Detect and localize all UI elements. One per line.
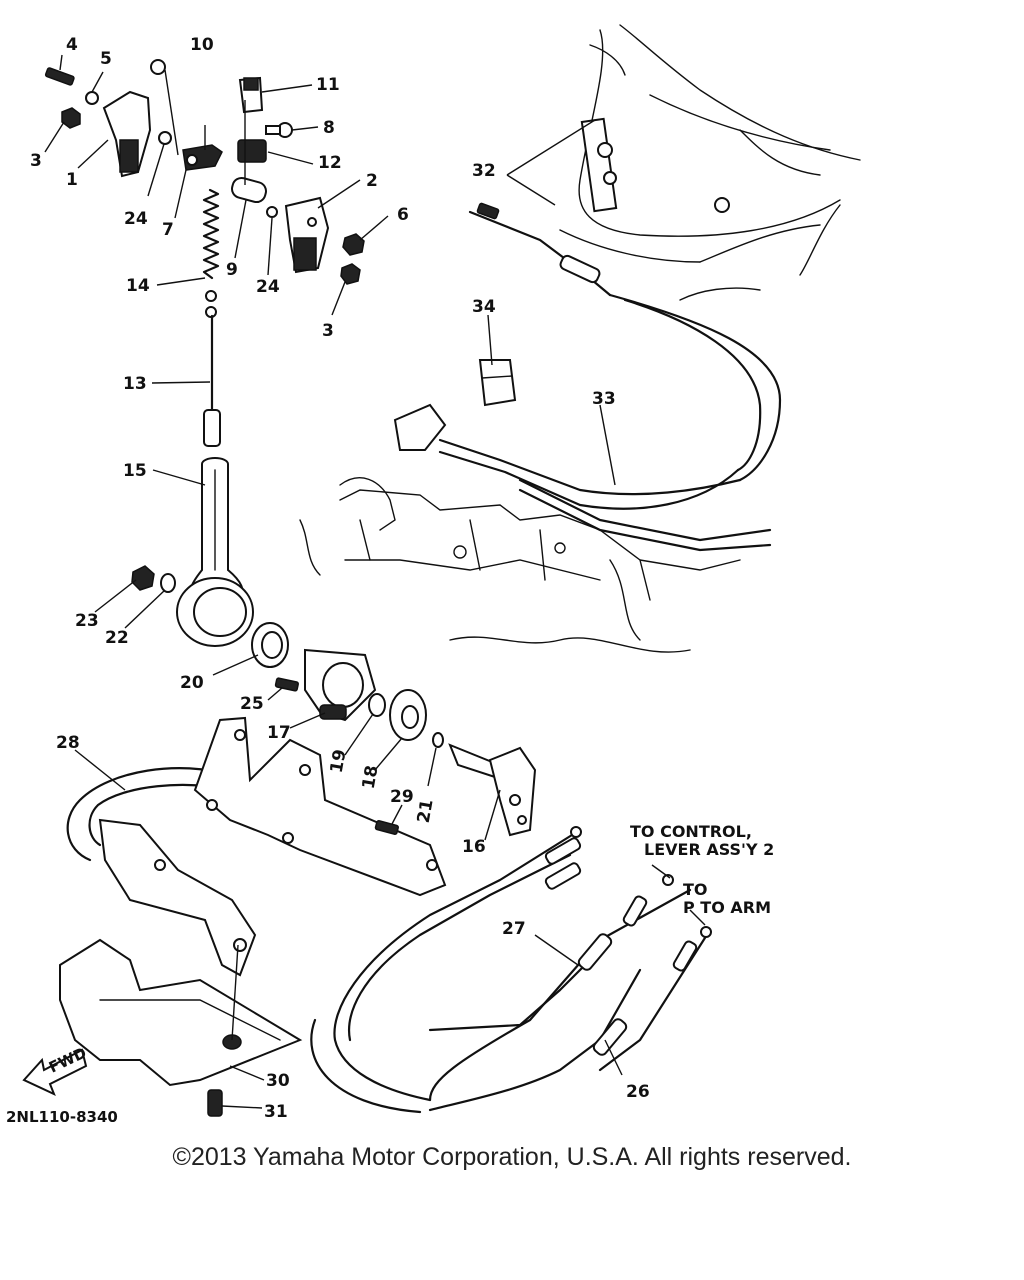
callout-30: 30 <box>266 1071 290 1091</box>
callout-7: 7 <box>162 220 174 240</box>
callout-8: 8 <box>323 118 335 138</box>
engine-outline <box>299 477 741 653</box>
callout-11: 11 <box>316 75 340 95</box>
callout-13: 13 <box>123 374 147 394</box>
fwd-arrow-icon: FWD <box>22 1044 89 1096</box>
note-to-pto-line2: P TO ARM <box>683 898 771 917</box>
callout-29: 29 <box>390 787 414 807</box>
callout-24b: 24 <box>256 277 280 297</box>
callout-3b: 3 <box>322 321 334 341</box>
callout-12: 12 <box>318 153 342 173</box>
callout-28: 28 <box>56 733 80 753</box>
note-to-control-line1: TO CONTROL, <box>630 822 752 841</box>
callout-4: 4 <box>66 35 78 55</box>
callout-18: 18 <box>359 764 383 791</box>
drawing-code: 2NL110-8340 <box>6 1108 118 1126</box>
callout-5: 5 <box>100 49 112 69</box>
callout-2: 2 <box>366 171 378 191</box>
callout-19: 19 <box>327 748 351 775</box>
exploded-parts-diagram: FWD <box>6 24 861 1126</box>
cable-assemblies <box>310 202 782 1114</box>
note-to-control-line2: LEVER ASS'Y 2 <box>644 840 774 859</box>
part-callouts: 4 5 3 1 24 7 10 11 8 12 2 6 9 24 14 3 13… <box>30 35 650 1122</box>
routing-notes: TO CONTROL, LEVER ASS'Y 2 TO P TO ARM 2N… <box>6 822 774 1126</box>
upper-linkage <box>44 59 365 447</box>
mount-assembly <box>59 716 447 1117</box>
callout-1: 1 <box>66 170 78 190</box>
callout-32: 32 <box>472 161 496 181</box>
callout-21: 21 <box>414 798 438 825</box>
callout-27: 27 <box>502 919 526 939</box>
callout-3: 3 <box>30 151 42 171</box>
leader-lines <box>44 54 706 1109</box>
callout-31: 31 <box>264 1102 288 1122</box>
callout-22: 22 <box>105 628 129 648</box>
note-to-pto-line1: TO <box>683 880 708 899</box>
callout-16: 16 <box>462 837 486 857</box>
copyright-notice: ©2013 Yamaha Motor Corporation, U.S.A. A… <box>172 1143 852 1171</box>
callout-14: 14 <box>126 276 150 296</box>
hull-outline <box>559 24 861 301</box>
callout-9: 9 <box>226 260 238 280</box>
callout-10: 10 <box>190 35 214 55</box>
callout-24: 24 <box>124 209 148 229</box>
callout-23: 23 <box>75 611 99 631</box>
callout-17: 17 <box>267 723 291 743</box>
callout-20: 20 <box>180 673 204 693</box>
callout-33: 33 <box>592 389 616 409</box>
callout-34: 34 <box>472 297 496 317</box>
callout-25: 25 <box>240 694 264 714</box>
callout-26: 26 <box>626 1082 650 1102</box>
callout-6: 6 <box>397 205 409 225</box>
shift-shaft <box>131 457 537 837</box>
callout-15: 15 <box>123 461 147 481</box>
